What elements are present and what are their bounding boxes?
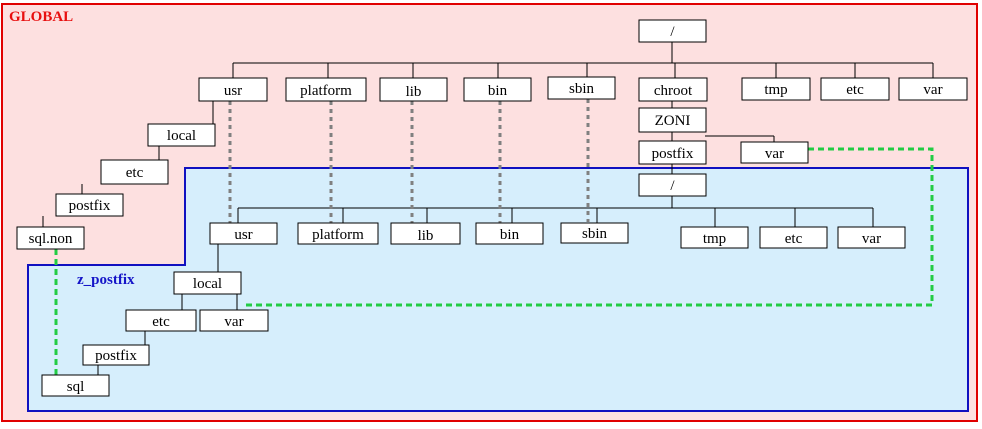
svg-text:postfix: postfix [69,198,111,214]
global-dir-var: var [898,77,968,101]
svg-text:ZONI: ZONI [655,113,691,129]
global-dir-usr: usr [198,77,268,102]
svg-text:platform: platform [312,227,364,243]
svg-text:var: var [224,314,243,330]
zone-dir-var: var [837,226,906,249]
zone-root-node: / [638,173,707,197]
svg-text:tmp: tmp [703,231,726,247]
zone-dir-lib: lib [390,222,461,245]
global-dir-etc: etc [820,77,890,101]
zone-dir-local-var: var [199,309,269,332]
zone-dir-tmp: tmp [680,226,749,249]
link-lines [54,147,934,375]
global-dir-zoni: ZONI [638,107,707,133]
zone-dir-sql: sql [41,374,110,397]
zone-dir-platform: platform [297,222,379,245]
zone-dir-sbin: sbin [560,222,629,244]
zone-dir-postfix: postfix [82,344,150,366]
svg-text:etc: etc [126,165,144,181]
svg-text:etc: etc [785,231,803,247]
zone-dir-bin: bin [475,222,544,245]
svg-text:local: local [193,276,222,292]
global-dir-sbin: sbin [547,76,616,100]
svg-text:/: / [670,24,675,40]
svg-text:bin: bin [488,83,508,99]
svg-text:var: var [923,82,942,98]
svg-text:lib: lib [418,228,434,244]
svg-text:postfix: postfix [652,146,694,162]
svg-text:var: var [765,146,784,162]
svg-text:var: var [862,231,881,247]
svg-text:etc: etc [846,82,864,98]
svg-text:usr: usr [234,227,252,243]
svg-text:sbin: sbin [582,226,608,242]
svg-text:/: / [670,178,675,194]
svg-text:postfix: postfix [95,348,137,364]
global-dir-usr-etc: etc [100,159,169,185]
svg-text:sql: sql [67,379,85,395]
global-dir-lib: lib [379,77,448,102]
zone-dir-local-etc: etc [125,309,197,332]
global-dir-local: local [147,123,216,147]
zone-dir-usr: usr [209,222,278,245]
global-dir-tmp: tmp [741,77,811,101]
svg-text:bin: bin [500,227,520,243]
global-dir-platform: platform [285,77,367,102]
svg-text:etc: etc [152,314,170,330]
global-dir-chroot: chroot [638,77,708,102]
svg-text:sql.non: sql.non [29,231,73,247]
svg-text:platform: platform [300,83,352,99]
global-dir-sql-non: sql.non [16,226,85,250]
global-dir-bin: bin [463,77,532,102]
svg-text:usr: usr [224,83,242,99]
svg-text:chroot: chroot [654,83,693,99]
global-label: GLOBAL [9,9,73,25]
global-tree-connectors [42,42,934,375]
global-dir-chroot-var: var [740,141,809,164]
svg-text:sbin: sbin [569,81,595,97]
zone-label: z_postfix [77,272,135,288]
global-root-node: / [638,19,707,43]
svg-text:lib: lib [406,84,422,100]
global-dir-chroot-postfix: postfix [638,140,707,165]
svg-text:tmp: tmp [764,82,787,98]
zone-dir-etc: etc [759,226,828,249]
global-dir-usr-postfix: postfix [55,193,124,217]
svg-text:local: local [167,128,196,144]
zone-dir-local: local [173,271,242,295]
